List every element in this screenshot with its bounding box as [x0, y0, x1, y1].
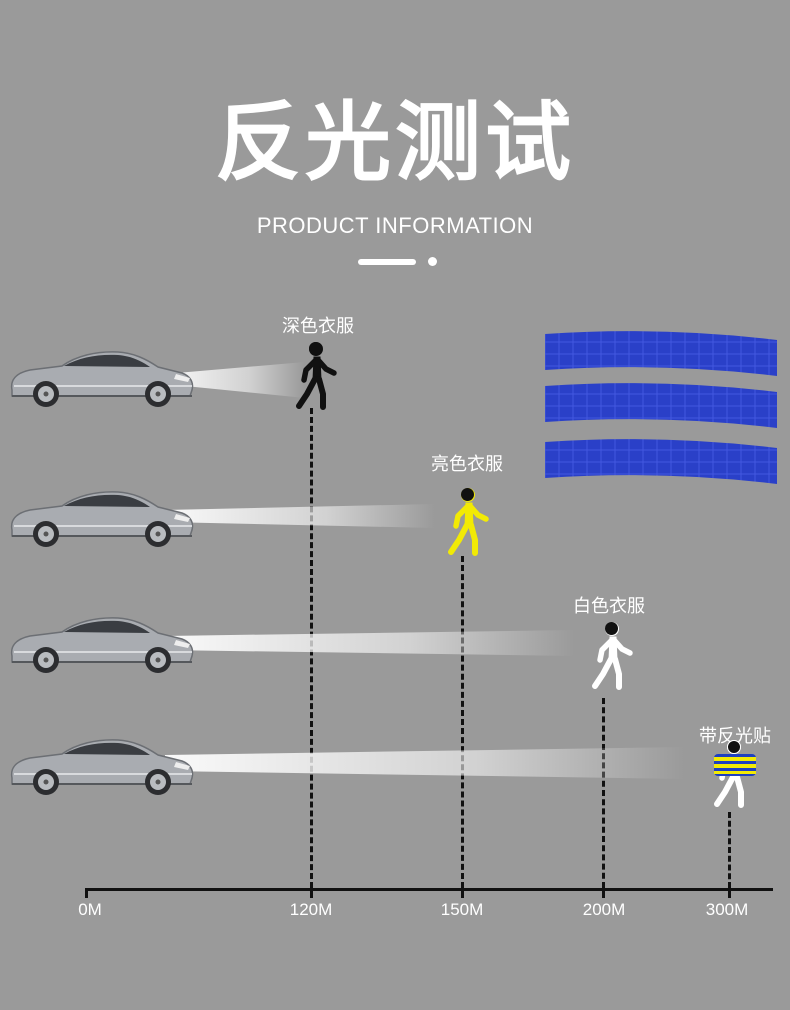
pedestrian-bright-head — [461, 488, 474, 501]
axis-label-origin: 0M — [78, 900, 102, 919]
distance-line-200 — [602, 698, 605, 888]
car-3 — [6, 606, 196, 676]
reflective-tape-sample-3 — [545, 439, 777, 484]
row-label-dark-clothes: 深色衣服 — [282, 316, 354, 337]
row-label-reflective-sticker: 带反光贴 — [699, 726, 771, 747]
axis-tick-120 — [310, 888, 313, 898]
distance-axis — [85, 888, 773, 891]
pedestrian-reflective-icon — [714, 740, 756, 810]
headlight-beam-4 — [165, 747, 685, 779]
headlight-beam-1 — [165, 362, 305, 398]
title-divider-bar — [358, 259, 416, 265]
axis-label-120: 120M — [289, 900, 333, 919]
pedestrian-white-head — [605, 622, 618, 635]
car-4 — [6, 728, 196, 798]
headlight-beam-3 — [165, 630, 575, 656]
car-2 — [6, 480, 196, 550]
axis-tick-300 — [728, 888, 731, 898]
row-label-bright-clothes: 亮色衣服 — [431, 454, 503, 475]
car-1 — [6, 340, 196, 410]
axis-label-200: 200M — [582, 900, 626, 919]
reflective-tape-sample-2 — [545, 383, 777, 428]
axis-tick-200 — [602, 888, 605, 898]
row-label-white-clothes: 白色衣服 — [573, 596, 645, 617]
axis-label-150: 150M — [440, 900, 484, 919]
pedestrian-dark-head — [309, 342, 322, 355]
axis-tick-0 — [85, 888, 88, 898]
axis-label-300: 300M — [705, 900, 749, 919]
title-divider-dot — [428, 257, 437, 266]
distance-line-150 — [461, 556, 464, 888]
axis-tick-150 — [461, 888, 464, 898]
distance-line-300 — [728, 812, 731, 888]
page-subtitle: PRODUCT INFORMATION — [256, 213, 534, 238]
headlight-beam-2 — [165, 504, 435, 528]
page-title: 反光测试 — [215, 93, 575, 193]
reflective-tape-sample-1 — [545, 331, 777, 376]
